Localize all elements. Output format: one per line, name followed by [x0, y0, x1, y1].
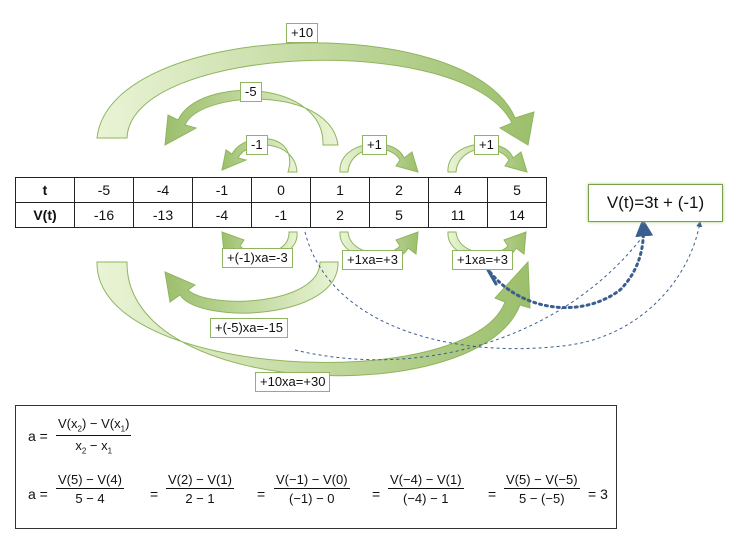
- fraction-1: V(5) − V(4)5 − 4: [56, 472, 124, 506]
- a-equals-2: a =: [28, 486, 48, 502]
- arc-top-plus1-a: [339, 143, 419, 173]
- cell-v: -1: [251, 202, 311, 228]
- label-bottom-minus1: +(-1)xa=-3: [222, 248, 293, 268]
- result: = 3: [588, 486, 608, 502]
- label-bottom-plus1-b: +1xa=+3: [452, 250, 513, 270]
- cell-v: 5: [369, 202, 429, 228]
- cell-t: 0: [251, 177, 311, 203]
- cell-v: -16: [74, 202, 134, 228]
- math-box: a = V(x2) − V(x1) x2 − x1 a = V(5) − V(4…: [15, 405, 617, 529]
- table-row-v: V(t) -16 -13 -4 -1 2 5 11 14: [15, 202, 547, 228]
- cell-t: -1: [192, 177, 252, 203]
- cell-v: 14: [487, 202, 547, 228]
- value-table: t -5 -4 -1 0 1 2 4 5 V(t) -16 -13 -4 -1 …: [15, 177, 547, 228]
- fraction-5: V(5) − V(−5)5 − (−5): [504, 472, 580, 506]
- equals-sign: =: [257, 486, 266, 502]
- arc-bottom-plus10: [96, 260, 531, 377]
- label-plus1-top-a: +1: [362, 135, 387, 155]
- label-plus10-top: +10: [286, 23, 319, 43]
- label-minus5-top: -5: [240, 82, 262, 102]
- cell-v: 11: [428, 202, 488, 228]
- dotted-link-thick: [488, 218, 654, 310]
- cell-v: -4: [192, 202, 252, 228]
- definition-fraction: V(x2) − V(x1) x2 − x1: [56, 416, 132, 456]
- equals-sign: =: [150, 486, 159, 502]
- arc-top-plus10: [96, 42, 535, 146]
- dotted-link-start: [486, 268, 498, 286]
- arc-bottom-minus5: [164, 261, 339, 314]
- row-head-t: t: [15, 177, 75, 203]
- fraction-2: V(2) − V(1)2 − 1: [166, 472, 234, 506]
- dashed-link-1: [304, 220, 703, 350]
- label-bottom-plus1-a: +1xa=+3: [342, 250, 403, 270]
- arc-top-minus1: [221, 137, 298, 173]
- cell-t: 5: [487, 177, 547, 203]
- cell-t: -5: [74, 177, 134, 203]
- table-row-t: t -5 -4 -1 0 1 2 4 5: [15, 177, 547, 203]
- row-head-v: V(t): [15, 202, 75, 228]
- formula-box: V(t)=3t + (-1): [588, 184, 723, 222]
- cell-t: 1: [310, 177, 370, 203]
- dashed-link-2: [294, 239, 641, 361]
- fraction-3: V(−1) − V(0)(−1) − 0: [274, 472, 350, 506]
- equals-sign: =: [488, 486, 497, 502]
- arc-top-minus5: [164, 89, 339, 146]
- label-bottom-minus5: +(-5)xa=-15: [210, 318, 288, 338]
- cell-v: 2: [310, 202, 370, 228]
- cell-t: 4: [428, 177, 488, 203]
- cell-t: -4: [133, 177, 193, 203]
- cell-t: 2: [369, 177, 429, 203]
- fraction-4: V(−4) − V(1)(−4) − 1: [388, 472, 464, 506]
- label-minus1-top: -1: [246, 135, 268, 155]
- arc-top-plus1-b: [447, 143, 528, 173]
- cell-v: -13: [133, 202, 193, 228]
- a-equals-1: a =: [28, 428, 48, 444]
- equals-sign: =: [372, 486, 381, 502]
- label-plus1-top-b: +1: [474, 135, 499, 155]
- label-bottom-plus10: +10xa=+30: [255, 372, 331, 392]
